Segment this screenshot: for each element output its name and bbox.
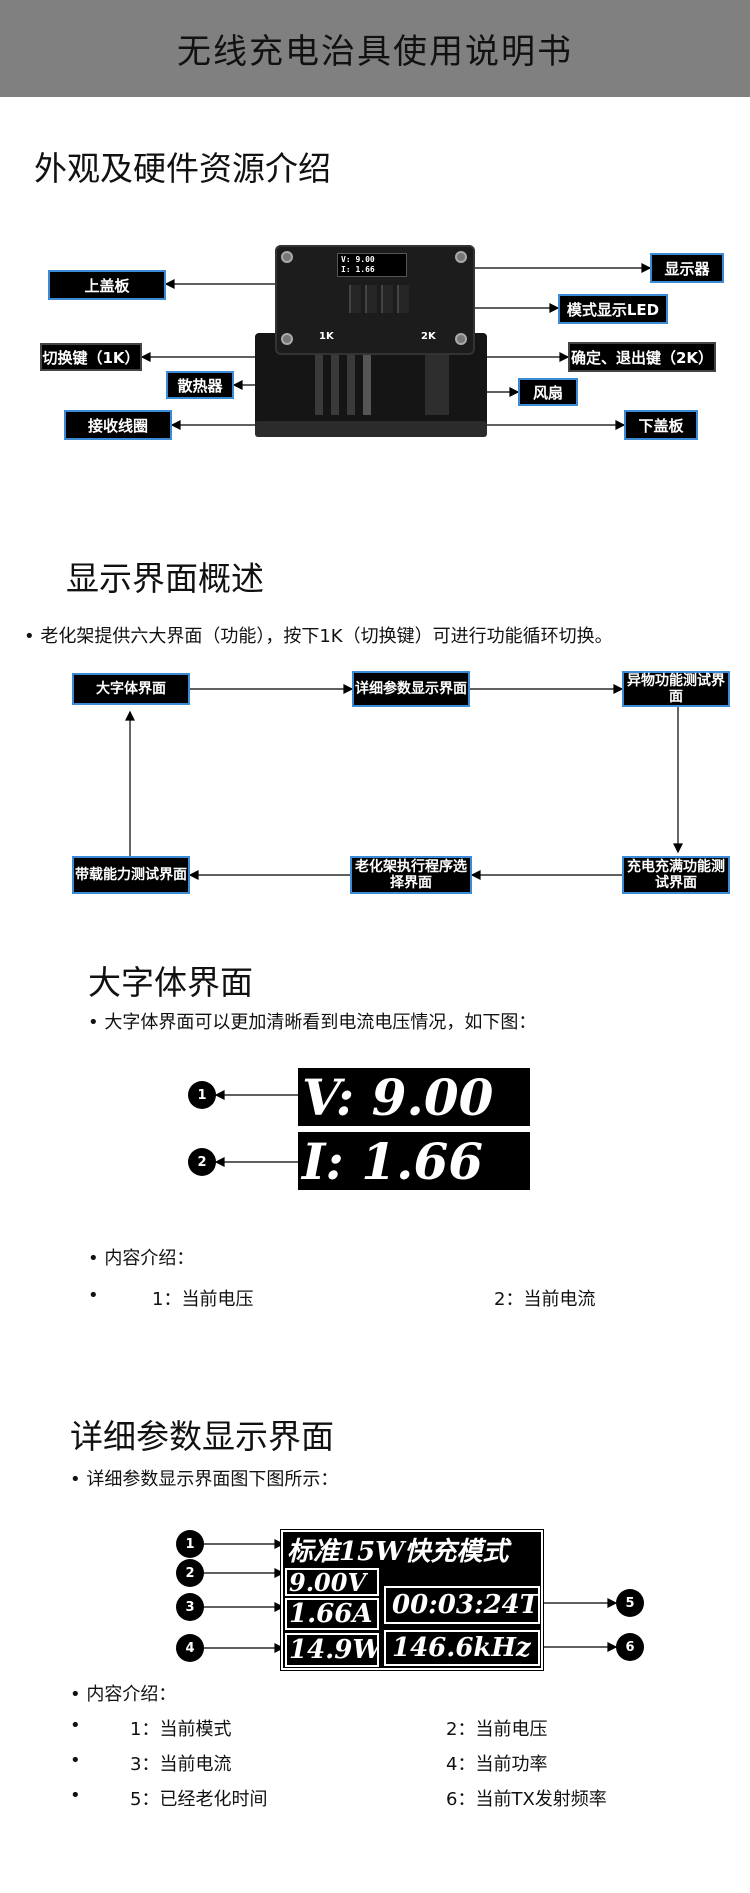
page-header: 无线充电治具使用说明书 <box>0 0 750 97</box>
detail-marker-2: 2 <box>176 1559 204 1587</box>
lcd-detail-voltage: 9.00V <box>285 1568 379 1596</box>
detail-content-title: • 内容介绍： <box>70 1684 177 1705</box>
detail-item-3: 3：当前电流 <box>130 1754 232 1775</box>
label-fan: 风扇 <box>518 378 578 406</box>
lcd-detail-current: 1.66A <box>285 1598 379 1630</box>
detail-marker-4: 4 <box>176 1634 204 1662</box>
detail-item-1: 1：当前模式 <box>130 1719 232 1740</box>
device-key1-label: 1K <box>319 331 334 342</box>
section-title-display-overview: 显示界面概述 <box>66 559 264 598</box>
page-title: 无线充电治具使用说明书 <box>177 32 573 72</box>
label-heatsink: 散热器 <box>166 371 234 399</box>
screw-icon <box>281 251 293 263</box>
detail-marker-6: 6 <box>616 1633 644 1661</box>
label-confirm-key: 确定、退出键（2K） <box>568 342 716 372</box>
lcd-aging-time: 00:03:24T <box>384 1586 540 1624</box>
detail-bullet: • 详细参数显示界面图下图所示： <box>70 1469 339 1490</box>
flow-box-program-select: 老化架执行程序选择界面 <box>350 856 472 894</box>
section-title-large-font: 大字体界面 <box>88 963 253 1002</box>
label-coil: 接收线圈 <box>64 410 172 440</box>
overview-bullet: • 老化架提供六大界面（功能），按下1K（切换键）可进行功能循环切换。 <box>24 626 613 647</box>
large-font-item-1: 1：当前电压 <box>152 1289 254 1310</box>
lcd-mode: 标准15W快充模式 <box>285 1533 539 1565</box>
detail-item-2: 2：当前电压 <box>446 1719 548 1740</box>
lcd-detail-power: 14.9W <box>285 1633 379 1667</box>
device-fan <box>425 345 449 415</box>
lcd-current: I: 1.66 <box>298 1132 530 1190</box>
detail-item-5: 5：已经老化时间 <box>130 1789 268 1810</box>
flow-box-detail: 详细参数显示界面 <box>352 671 470 707</box>
flow-box-foreign-object: 异物功能测试界面 <box>622 671 730 707</box>
label-mode-led: 模式显示LED <box>558 294 668 324</box>
screw-icon <box>281 333 293 345</box>
device-key2-label: 2K <box>421 331 436 342</box>
label-top-cover: 上盖板 <box>48 270 166 300</box>
lcd-frequency: 146.6kHz <box>384 1630 540 1666</box>
detail-marker-1: 1 <box>176 1530 204 1558</box>
flow-box-full-charge: 充电充满功能测试界面 <box>622 856 730 894</box>
fixture-device-photo: V: 9.00 I: 1.66 1K 2K <box>255 245 487 437</box>
detail-marker-3: 3 <box>176 1593 204 1621</box>
detail-marker-5: 5 <box>616 1589 644 1617</box>
screw-icon <box>455 333 467 345</box>
device-screen: V: 9.00 I: 1.66 <box>337 253 407 277</box>
large-font-item-2: 2：当前电流 <box>494 1289 596 1310</box>
marker-1: 1 <box>188 1081 216 1109</box>
detail-item-6: 6：当前TX发射频率 <box>446 1789 607 1810</box>
lcd-voltage: V: 9.00 <box>298 1068 530 1126</box>
section-title-detail: 详细参数显示界面 <box>70 1417 334 1456</box>
large-font-bullet: • 大字体界面可以更加清晰看到电流电压情况，如下图： <box>88 1012 537 1033</box>
bullet-dot: • <box>88 1285 99 1306</box>
detail-item-4: 4：当前功率 <box>446 1754 548 1775</box>
flow-box-large-font: 大字体界面 <box>72 673 190 705</box>
label-display: 显示器 <box>650 253 724 283</box>
label-switch-key: 切换键（1K） <box>40 343 142 371</box>
flow-box-load-test: 带载能力测试界面 <box>72 856 190 894</box>
screw-icon <box>455 251 467 263</box>
device-top-cover: V: 9.00 I: 1.66 1K 2K <box>275 245 475 355</box>
label-bottom-cover: 下盖板 <box>624 410 698 440</box>
large-font-content-title: • 内容介绍： <box>88 1248 195 1269</box>
device-leds <box>349 285 409 313</box>
device-base <box>255 421 487 437</box>
section-title-hardware: 外观及硬件资源介绍 <box>34 149 331 188</box>
marker-2: 2 <box>188 1148 216 1176</box>
